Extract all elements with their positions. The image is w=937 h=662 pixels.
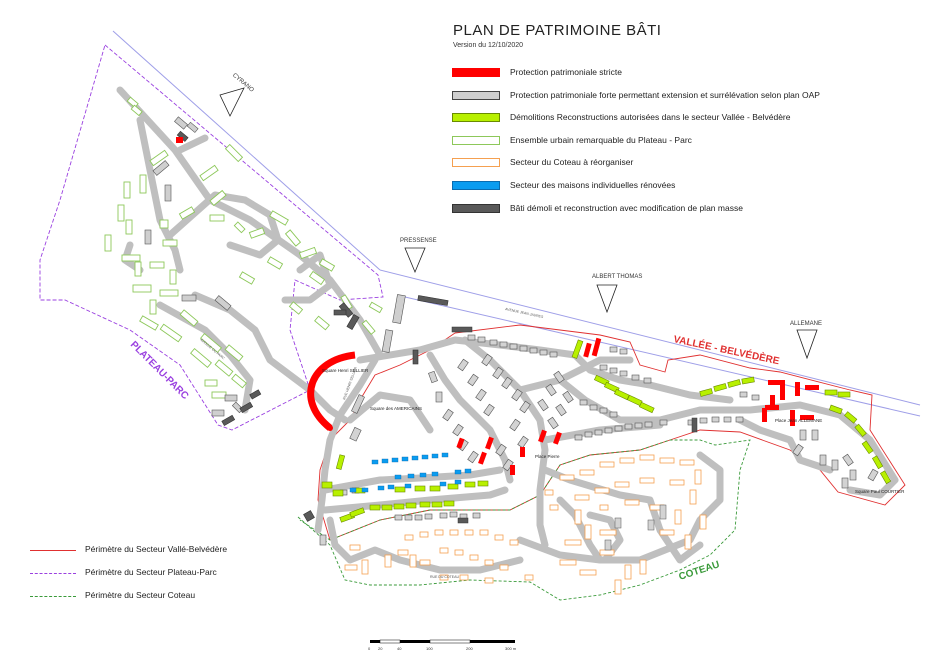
scale-label: 200 <box>466 646 473 651</box>
individual-houses <box>349 452 472 493</box>
vallee-grey-buildings <box>319 334 879 546</box>
legend-swatch <box>452 90 500 100</box>
plateau-parc-buildings <box>104 96 383 399</box>
legend-label: Protection patrimoniale stricte <box>510 67 622 77</box>
version-date: Version du 12/10/2020 <box>453 42 524 49</box>
legend-swatch <box>452 203 500 213</box>
sector-label-plateau-parc: PLATEAU-PARC <box>128 339 191 402</box>
protected-building <box>176 137 183 143</box>
map-title: PLAN DE PATRIMOINE BÂTI <box>453 22 662 39</box>
plateau-demolished-buildings <box>176 130 449 522</box>
viewpoint-markers <box>219 87 818 360</box>
vallee-demolition-buildings <box>321 339 892 523</box>
viewpoint-pressense-marker <box>404 247 426 274</box>
square-sellier-arc <box>307 351 356 431</box>
scale-label: 300 m <box>505 646 517 651</box>
square-americains-label: Square des AMERICAINS <box>370 406 422 411</box>
railway-line <box>404 296 921 417</box>
vallee-demolished-buildings <box>451 326 698 524</box>
roads <box>116 86 899 574</box>
street-label: RUE DU COTEAU <box>430 575 459 579</box>
legend-label: Secteur des maisons individuelles rénové… <box>510 179 676 190</box>
scale-label: 100 <box>426 646 433 651</box>
legend-swatch <box>452 113 500 123</box>
legend-label: Démolitions Reconstructions autorisées d… <box>510 112 791 123</box>
legend-swatch <box>452 180 500 190</box>
perimeter-coteau <box>297 439 751 601</box>
square-sellier-label: Square Henri SELLIER <box>322 368 369 373</box>
perimeter-line <box>30 573 76 574</box>
street-label: AVENUE JEAN JAURES <box>505 307 544 319</box>
viewpoint-allemane-label: ALLEMANE <box>790 321 822 327</box>
legend-label: Secteur du Coteau à réorganiser <box>510 157 634 168</box>
perimeter-plateau-parc <box>39 44 384 431</box>
railway-line <box>112 30 381 271</box>
vallee-protected-buildings <box>456 337 819 475</box>
viewpoint-pressense-label: PRESSENSE <box>400 238 437 244</box>
viewpoint-albert-thomas-label: ALBERT THOMAS <box>592 274 642 280</box>
railway-line <box>379 269 921 406</box>
perimeter-line <box>30 596 76 597</box>
square-courtier-label: Square Paul COURTIER <box>855 489 905 494</box>
place-allemane-label: Place Jean ALLEMANE <box>775 418 822 423</box>
viewpoint-cyrano-marker <box>219 87 245 117</box>
viewpoint-allemane-marker <box>796 329 818 360</box>
scale-label: 20 <box>378 646 383 651</box>
perimeter-label: Périmètre du Secteur Vallé-Belvédère <box>85 544 228 554</box>
perimeter-label: Périmètre du Secteur Coteau <box>85 590 196 600</box>
perimeter-line <box>30 550 76 551</box>
legend-label: Ensemble urbain remarquable du Plateau -… <box>510 134 692 145</box>
plateau-grey-buildings <box>144 116 406 417</box>
place-pierre-label: Place Pierre <box>535 454 560 459</box>
legend-swatch <box>452 135 500 145</box>
scale-label: 40 <box>397 646 402 651</box>
scale-label: 0 <box>368 646 371 651</box>
coteau-grey-buildings <box>604 504 667 551</box>
square-sellier-point <box>327 425 333 431</box>
scale-bar: 0 20 40 100 200 300 m <box>368 639 517 651</box>
perimeter-label: Périmètre du Secteur Plateau-Parc <box>85 567 217 577</box>
legend-swatch <box>452 158 500 168</box>
coteau-buildings <box>344 454 707 595</box>
sector-label-coteau: COTEAU <box>678 559 722 583</box>
legend-swatch <box>452 68 500 77</box>
legend-label: Bâti démoli et reconstruction avec modif… <box>510 202 743 213</box>
legend-label: Protection patrimoniale forte permettant… <box>510 89 820 100</box>
viewpoint-albert-thomas-marker <box>596 284 618 314</box>
